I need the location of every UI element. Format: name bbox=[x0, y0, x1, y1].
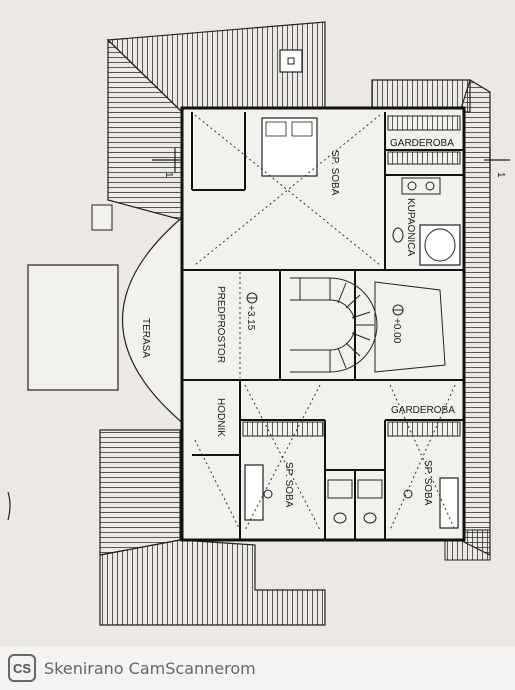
bed-double bbox=[261, 117, 318, 177]
room-label-predprostor: PREDPROSTOR bbox=[215, 286, 226, 363]
scan-mark bbox=[7, 491, 11, 521]
level-marker-predprostor-icon bbox=[246, 292, 258, 304]
section-mark-left: 1 bbox=[152, 148, 182, 178]
bed-single-left bbox=[244, 464, 264, 521]
bathroom-bottom-fixtures bbox=[263, 479, 413, 524]
interior-walls bbox=[182, 112, 464, 540]
scanner-footer: CS Skenirano CamScannerom bbox=[0, 646, 515, 690]
section-mark-left-label: 1 bbox=[163, 172, 174, 178]
camscanner-logo-icon: CS bbox=[8, 654, 36, 682]
terrace bbox=[27, 204, 186, 427]
toilet-top bbox=[392, 227, 404, 243]
room-label-terasa: TERASA bbox=[140, 318, 151, 358]
roof-top-left bbox=[106, 21, 326, 221]
washbasin-double bbox=[401, 177, 441, 195]
wardrobe-mid bbox=[387, 421, 461, 437]
room-label-sp-soba-top: SP. SOBA bbox=[329, 150, 340, 196]
level-marker-stair-icon bbox=[392, 304, 404, 316]
room-label-hodnik: HODNIK bbox=[215, 398, 226, 437]
wardrobe-left-bedroom bbox=[242, 421, 324, 437]
bathtub bbox=[419, 224, 461, 266]
wardrobe-top bbox=[387, 115, 461, 165]
spiral-staircase bbox=[290, 277, 378, 373]
room-label-kupaonica: KUPAONICA bbox=[405, 198, 416, 256]
level-label-stair: +0.00 bbox=[391, 318, 402, 344]
room-label-sp-soba-left: SP. SOBA bbox=[283, 462, 294, 508]
roof-bottom-left bbox=[99, 429, 326, 626]
building-outline bbox=[180, 106, 466, 542]
chimney bbox=[279, 49, 303, 73]
section-mark-right-label: 1 bbox=[495, 172, 506, 178]
room-label-garderoba-top: GARDEROBA bbox=[390, 138, 454, 149]
level-label-predprostor: +3.15 bbox=[245, 305, 256, 331]
room-label-sp-soba-right: SP. SOBA bbox=[422, 460, 433, 506]
section-mark-right: 1 bbox=[484, 148, 510, 178]
bed-single-right bbox=[439, 477, 459, 529]
room-label-garderoba-mid: GARDEROBA bbox=[391, 405, 455, 416]
roof-ridge-lines bbox=[194, 114, 456, 531]
scanner-footer-text: Skenirano CamScannerom bbox=[44, 658, 256, 678]
void-opening bbox=[374, 281, 446, 373]
